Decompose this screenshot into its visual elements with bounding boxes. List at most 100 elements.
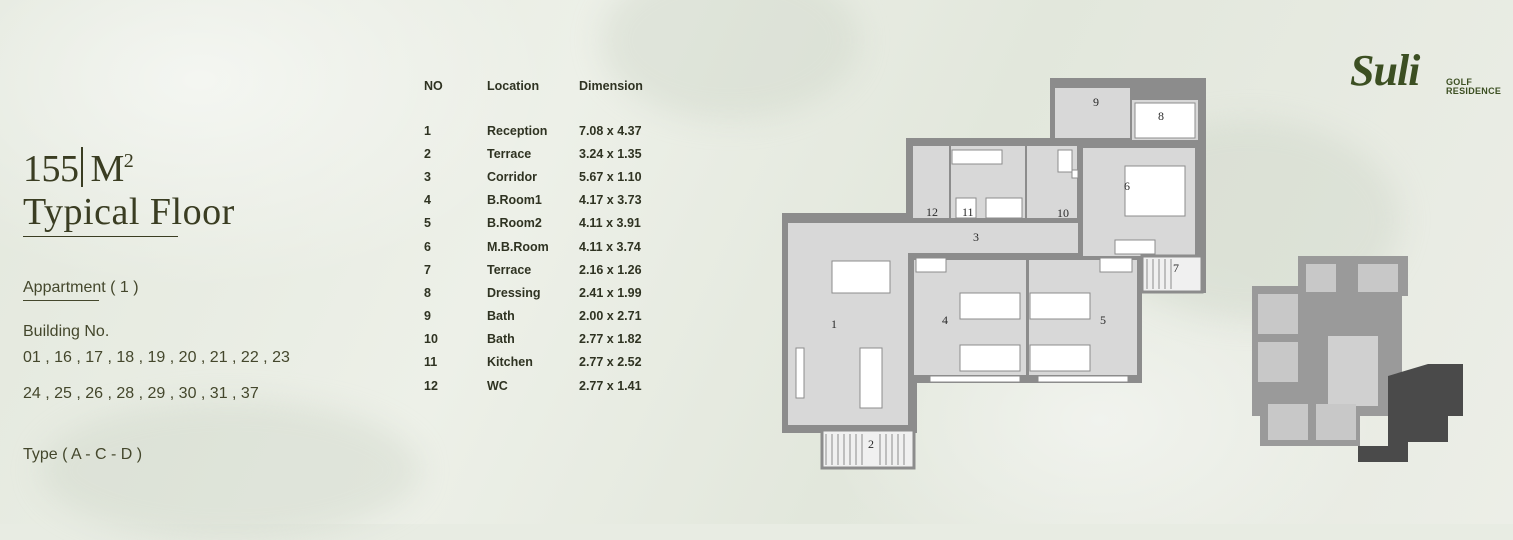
building-numbers-row1: 01 , 16 , 17 , 18 , 19 , 20 , 21 , 22 , … <box>23 349 290 366</box>
cell-no: 12 <box>424 378 438 393</box>
cell-dimension: 4.17 x 3.73 <box>579 193 642 208</box>
cell-dimension: 7.08 x 4.37 <box>579 123 642 138</box>
area-unit: M <box>90 148 125 190</box>
cell-location: Corridor <box>487 169 537 184</box>
cell-location: M.B.Room <box>487 239 549 254</box>
cell-no: 8 <box>424 285 431 300</box>
cell-dimension: 2.77 x 1.41 <box>579 378 642 393</box>
area-heading: 155 M2 <box>23 140 235 190</box>
type-label: Type ( A - C - D ) <box>23 446 143 463</box>
cell-location: Reception <box>487 123 548 138</box>
plan-room-numbers: 1 2 3 4 5 6 7 8 9 10 11 12 <box>831 95 1179 451</box>
terrace-7 <box>1140 254 1204 294</box>
cell-dimension: 2.16 x 1.26 <box>579 262 642 277</box>
table-row: 11 Kitchen 2.77 x 2.52 <box>424 351 659 374</box>
header-dimension: Dimension <box>579 79 643 93</box>
building-block: Building No. 01 , 16 , 17 , 18 , 19 , 20… <box>23 319 290 407</box>
cell-no: 7 <box>424 262 431 277</box>
building-key-plan <box>1252 256 1463 462</box>
cell-no: 2 <box>424 146 431 161</box>
plan-label-3: 3 <box>973 230 979 244</box>
cell-dimension: 4.11 x 3.91 <box>579 216 641 231</box>
cell-no: 11 <box>424 355 438 370</box>
divider-bar <box>80 147 83 187</box>
table-row: 3 Corridor 5.67 x 1.10 <box>424 165 659 188</box>
plan-label-5: 5 <box>1100 313 1106 327</box>
title-block: 155 M2 Typical Floor <box>23 140 235 237</box>
furniture <box>795 102 1196 409</box>
cell-no: 3 <box>424 169 431 184</box>
logo-script: Suli <box>1350 46 1420 95</box>
table-row: 7 Terrace 2.16 x 1.26 <box>424 258 659 281</box>
logo-line2: RESIDENCE <box>1446 86 1502 96</box>
cell-dimension: 2.00 x 2.71 <box>579 309 642 324</box>
title-underline <box>23 236 178 237</box>
cell-location: B.Room1 <box>487 193 542 208</box>
table-row: 8 Dressing 2.41 x 1.99 <box>424 281 659 304</box>
plan-label-10: 10 <box>1057 206 1069 220</box>
area-superscript: 2 <box>123 150 134 172</box>
floor-title: Typical Floor <box>23 191 235 233</box>
building-label: Building No. <box>23 323 110 340</box>
cell-location: Kitchen <box>487 355 533 370</box>
terrace-2-hatch <box>825 434 905 465</box>
key-plan-rooms <box>1258 264 1398 440</box>
table-row: 1 Reception 7.08 x 4.37 <box>424 119 659 142</box>
cell-dimension: 3.24 x 1.35 <box>579 146 642 161</box>
key-plan-core <box>1328 336 1378 406</box>
plan-label-9: 9 <box>1093 95 1099 109</box>
cell-no: 10 <box>424 332 438 347</box>
rooms-table: NO Location Dimension 1 Reception 7.08 x 4… <box>424 75 659 397</box>
cell-location: WC <box>487 378 508 393</box>
cell-dimension: 2.41 x 1.99 <box>579 285 642 300</box>
plan-label-1: 1 <box>831 317 837 331</box>
plan-label-8: 8 <box>1158 109 1164 123</box>
plan-label-7: 7 <box>1173 261 1179 275</box>
cell-location: B.Room2 <box>487 216 542 231</box>
table-row: 10 Bath 2.77 x 1.82 <box>424 328 659 351</box>
plan-label-11: 11 <box>962 205 974 219</box>
floor-plan: 1 2 3 4 5 6 7 8 9 10 11 12 <box>782 78 1206 470</box>
apartment-label-block: Appartment ( 1 ) <box>23 279 139 301</box>
table-spacer <box>424 97 659 119</box>
building-numbers-row2: 24 , 25 , 26 , 28 , 29 , 30 , 31 , 37 <box>23 385 259 402</box>
key-plan-highlight <box>1358 364 1463 462</box>
cell-dimension: 4.11 x 3.74 <box>579 239 641 254</box>
table-header-row: NO Location Dimension <box>424 75 659 97</box>
cell-dimension: 2.77 x 2.52 <box>579 355 642 370</box>
apartment-underline <box>23 300 99 301</box>
apartment-label: Appartment ( 1 ) <box>23 279 139 296</box>
terrace-2 <box>820 428 916 470</box>
table-row: 5 B.Room2 4.11 x 3.91 <box>424 212 659 235</box>
cell-location: Terrace <box>487 146 532 161</box>
cell-dimension: 2.77 x 1.82 <box>579 332 642 347</box>
table-row: 12 WC 2.77 x 1.41 <box>424 374 659 397</box>
header-location: Location <box>487 79 540 93</box>
plan-label-6: 6 <box>1124 179 1130 193</box>
table-row: 9 Bath 2.00 x 2.71 <box>424 305 659 328</box>
logo-line1: GOLF <box>1446 77 1473 87</box>
terrace-7-hatch <box>1146 259 1172 289</box>
table-row: 4 B.Room1 4.17 x 3.73 <box>424 189 659 212</box>
table-row: 2 Terrace 3.24 x 1.35 <box>424 142 659 165</box>
cell-no: 5 <box>424 216 431 231</box>
table-row: 6 M.B.Room 4.11 x 3.74 <box>424 235 659 258</box>
cell-location: Bath <box>487 332 515 347</box>
cell-no: 9 <box>424 309 431 324</box>
plan-label-2: 2 <box>868 437 874 451</box>
cell-no: 4 <box>424 193 431 208</box>
cell-dimension: 5.67 x 1.10 <box>579 169 642 184</box>
cell-location: Bath <box>487 309 515 324</box>
cell-no: 1 <box>424 123 431 138</box>
cell-location: Dressing <box>487 285 541 300</box>
cell-location: Terrace <box>487 262 532 277</box>
header-no: NO <box>424 79 443 93</box>
leaf-shadow <box>40 400 420 540</box>
plan-label-12: 12 <box>926 205 938 219</box>
area-number: 155 <box>23 148 79 190</box>
cell-no: 6 <box>424 239 431 254</box>
plan-label-4: 4 <box>942 313 948 327</box>
